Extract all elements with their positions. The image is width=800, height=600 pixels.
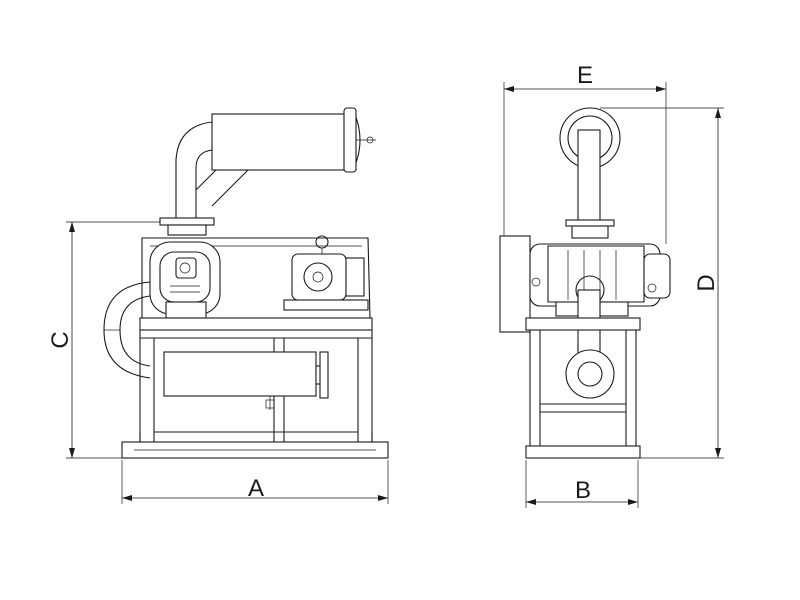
side-lower-silencer (163, 351, 329, 410)
dimension-label-D: D (693, 274, 720, 291)
side-motor (283, 235, 369, 311)
dimension-A (121, 460, 389, 504)
side-discharge-bend (103, 281, 151, 379)
side-elbow-pipe (159, 121, 249, 236)
dimension-B (525, 460, 639, 508)
front-intake-pipe (565, 129, 615, 239)
dimension-E (503, 82, 667, 244)
side-view (103, 107, 389, 459)
dimension-lines (66, 82, 724, 508)
dimension-label-C: C (47, 331, 74, 348)
dimension-D (600, 107, 724, 459)
dimension-label-E: E (577, 62, 593, 89)
front-pulley-guard (499, 235, 531, 333)
side-blower-head (149, 241, 221, 319)
dimension-C (66, 221, 160, 459)
front-discharge-pipe (565, 275, 615, 399)
front-base-frame (525, 317, 641, 459)
side-silencer (211, 107, 376, 173)
dimension-label-B: B (575, 477, 591, 504)
dimension-label-A: A (248, 475, 264, 502)
side-base-frame (121, 317, 389, 459)
front-view (499, 107, 671, 459)
